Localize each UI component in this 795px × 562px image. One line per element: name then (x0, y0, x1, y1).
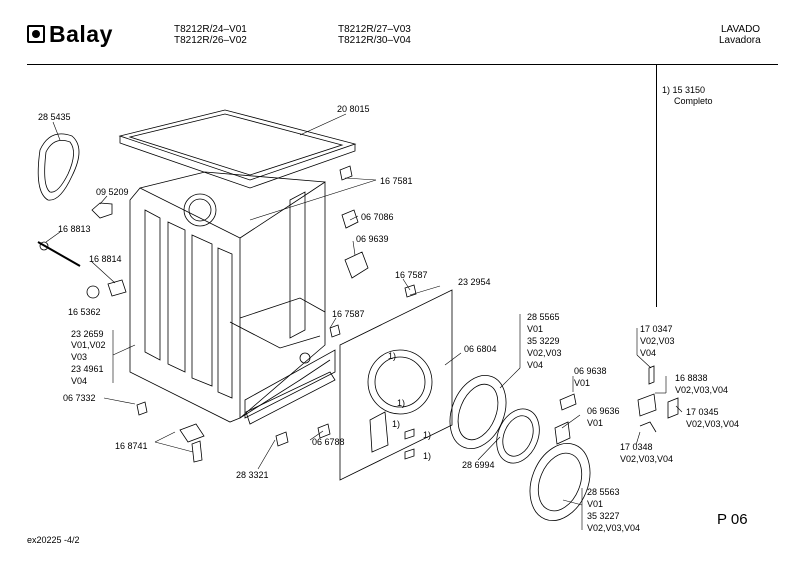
part-number: 23 4961 (71, 364, 104, 374)
part-number: 28 5565 (527, 312, 560, 322)
model-code: T8212R/27–V03 (338, 24, 411, 35)
part-number: 06 6804 (464, 344, 497, 354)
part-number: 17 0345 (686, 407, 719, 417)
part-number: 16 5362 (68, 307, 101, 317)
small-parts (37, 165, 679, 463)
part-number: 28 6994 (462, 460, 495, 470)
part-number: 20 8015 (337, 104, 370, 114)
part-number: 16 8813 (58, 224, 91, 234)
part-number: 09 5209 (96, 187, 129, 197)
note-line: 1) 15 3150 (662, 85, 706, 95)
variant-label: V01 (527, 324, 544, 334)
variant-label: V01,V02 (71, 340, 106, 350)
part-number: 28 3321 (236, 470, 269, 480)
part-number: 23 2659 (71, 329, 104, 339)
model-code: T8212R/26–V02 (174, 35, 247, 46)
category-upper: LAVADO (721, 24, 761, 35)
door-seal-ring (37, 133, 80, 201)
variant-label: V04 (640, 348, 657, 358)
part-number: 35 3227 (587, 511, 620, 521)
note-line: Completo (674, 96, 713, 106)
part-number: 16 7581 (380, 176, 413, 186)
variant-label: V02,V03,V04 (587, 523, 641, 533)
part-number: 17 0347 (640, 324, 673, 334)
part-number: 16 8741 (115, 441, 148, 451)
footnote-ref: 1) (423, 451, 432, 461)
part-number: 16 8814 (89, 254, 122, 264)
variant-label: V03 (71, 352, 88, 362)
top-cover-edge (119, 136, 356, 189)
part-number: 16 8838 (675, 373, 708, 383)
part-number: 06 6788 (312, 437, 345, 447)
footnote-ref: 1) (423, 430, 432, 440)
top-cover-inner (128, 113, 344, 176)
variant-label: V01 (587, 418, 604, 428)
category-lower: Lavadora (719, 35, 761, 46)
footnote-ref: 1) (397, 398, 406, 408)
part-number: 06 9639 (356, 234, 389, 244)
variant-label: V01 (574, 378, 591, 388)
bottom-rail (245, 371, 336, 425)
door-seal-ring-inner (44, 139, 74, 193)
part-number: 28 5435 (38, 112, 71, 122)
part-number: 17 0348 (620, 442, 653, 452)
logo-mark-icon (27, 25, 45, 43)
document-reference: ex20225 -4/2 (27, 535, 80, 545)
front-panel (339, 289, 453, 481)
header-rule (27, 64, 778, 65)
part-number: 16 7587 (332, 309, 365, 319)
variant-label: V02,V03,V04 (686, 419, 740, 429)
brand-name: Balay (49, 21, 113, 47)
variant-label: V01 (587, 499, 604, 509)
variant-label: V02,V03 (640, 336, 675, 346)
model-code: T8212R/30–V04 (338, 35, 411, 46)
variant-label: V02,V03 (527, 348, 562, 358)
model-code: T8212R/24–V01 (174, 24, 247, 35)
page-number: P 06 (717, 511, 748, 528)
variant-label: V04 (71, 376, 88, 386)
part-number: 35 3229 (527, 336, 560, 346)
brand-logo: Balay (27, 21, 113, 47)
variant-label: V04 (527, 360, 544, 370)
part-number: 23 2954 (458, 277, 491, 287)
leader-lines (45, 113, 683, 530)
variant-label: V02,V03,V04 (675, 385, 729, 395)
part-number: 06 7086 (361, 212, 394, 222)
footnote-ref: 1) (388, 351, 397, 361)
part-number: 06 9636 (587, 406, 620, 416)
footnote-ref: 1) (392, 419, 401, 429)
part-number: 06 7332 (63, 393, 96, 403)
note-divider (656, 65, 657, 307)
part-number: 16 7587 (395, 270, 428, 280)
door-frame-rings (449, 375, 591, 521)
variant-label: V02,V03,V04 (620, 454, 674, 464)
part-number: 28 5563 (587, 487, 620, 497)
part-number: 06 9638 (574, 366, 607, 376)
